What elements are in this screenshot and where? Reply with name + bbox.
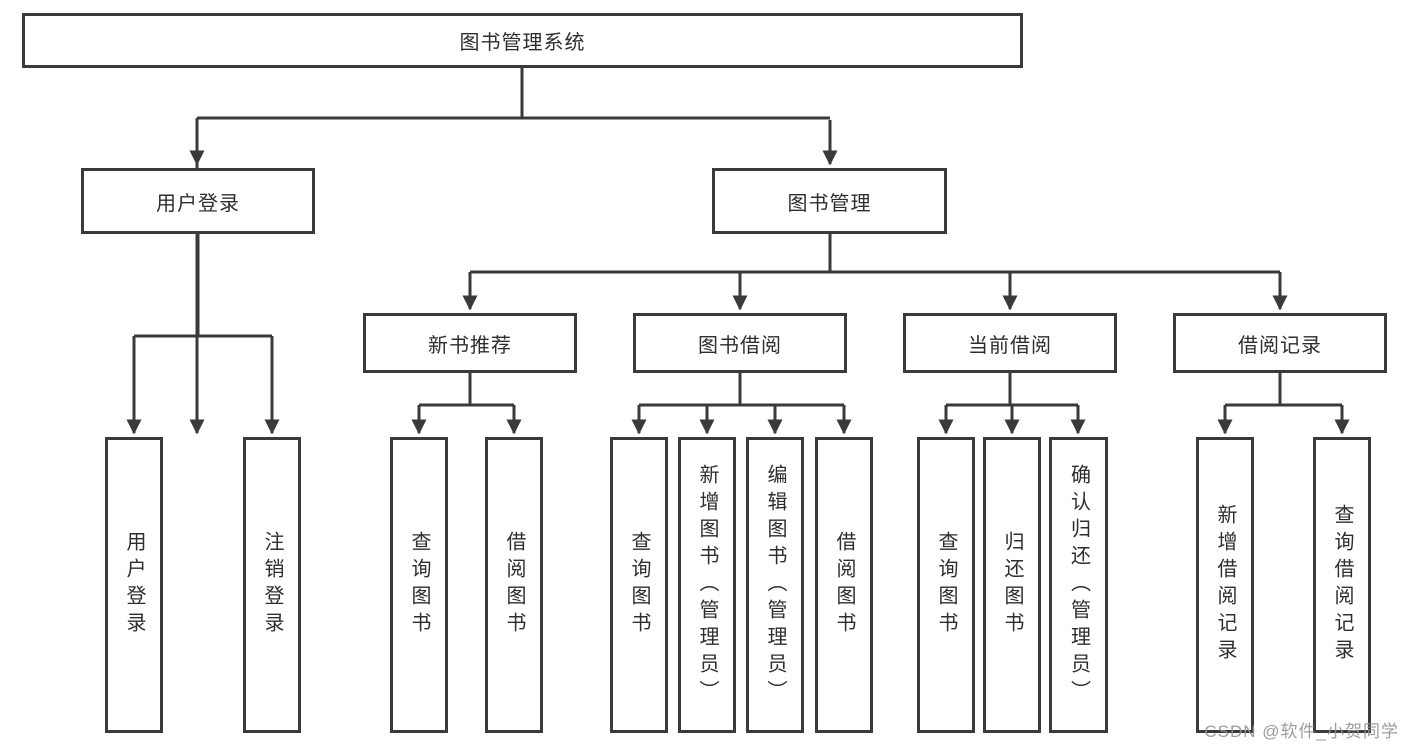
leaf-logout: 注销登录 [243,437,301,733]
node-borrow-records: 借阅记录 [1173,313,1387,373]
node-current-borrow: 当前借阅 [903,313,1117,373]
node-new-book-recommend: 新书推荐 [363,313,577,373]
leaf-query-borrow-record: 查询借阅记录 [1313,437,1371,733]
csdn-watermark: CSDN @软件_小贺同学 [1204,722,1399,741]
node-root-book-management-system: 图书管理系统 [22,13,1023,68]
leaf-user-login: 用户登录 [105,437,163,733]
leaf-add-borrow-record: 新增借阅记录 [1196,437,1254,733]
leaf-borrow-books-recommend: 借阅图书 [485,437,543,733]
leaf-confirm-return-admin: 确认归还（管理员） [1049,437,1108,733]
node-book-borrow: 图书借阅 [633,313,847,373]
leaf-borrow-books: 借阅图书 [815,437,873,733]
leaf-query-books-recommend: 查询图书 [390,437,448,733]
node-user-login-branch: 用户登录 [81,168,315,234]
leaf-edit-books-admin: 编辑图书（管理员） [746,437,804,733]
leaf-add-books-admin: 新增图书（管理员） [678,437,736,733]
leaf-query-books-current: 查询图书 [917,437,975,733]
leaf-query-books-borrow: 查询图书 [610,437,668,733]
node-book-management-branch: 图书管理 [712,168,947,234]
leaf-return-books: 归还图书 [983,437,1041,733]
